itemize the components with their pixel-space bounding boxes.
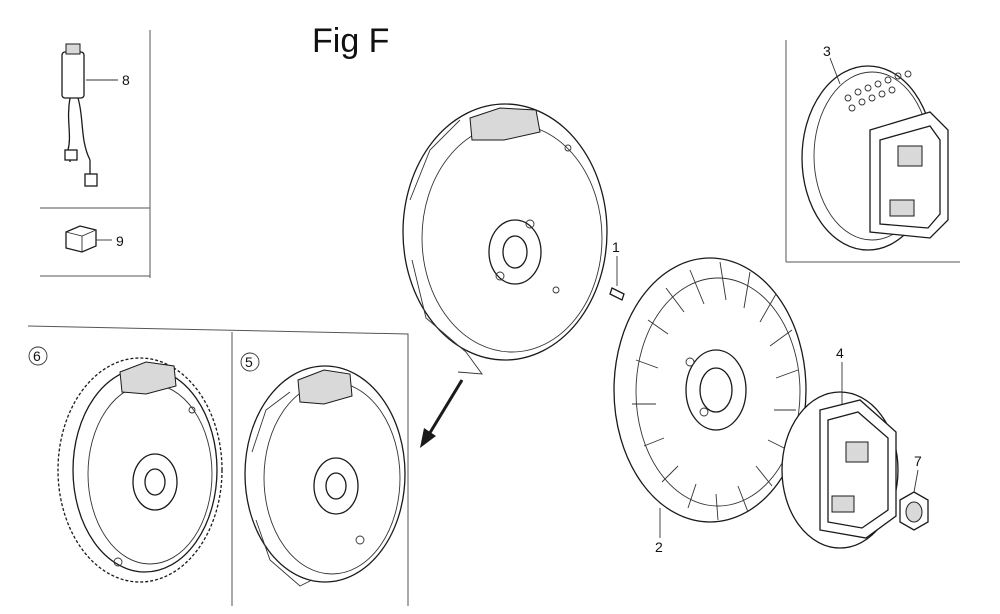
panel-part-3: 3: [785, 40, 960, 263]
label-part-5: 5: [245, 354, 253, 370]
panel-alternatives: [27, 325, 409, 606]
label-part-4: 4: [836, 345, 844, 361]
label-part-7: 7: [914, 453, 922, 469]
part-2-cooling-fan: [613, 257, 807, 538]
part-8-ignition-coil: [61, 43, 118, 187]
figure-title: Fig F: [312, 22, 389, 60]
part-5-marker-circle: [240, 352, 260, 372]
part-6-marker-circle: [28, 346, 48, 366]
part-6-flywheel-ring-gear: [57, 357, 223, 583]
part-7-flange-nut: [899, 469, 929, 531]
part-4-starter-pulley: [781, 362, 899, 549]
label-part-1: 1: [612, 239, 620, 255]
part-3-flywheel-cup: [801, 65, 949, 251]
part-5-flywheel: [244, 365, 406, 587]
label-part-9: 9: [116, 233, 124, 249]
direction-arrow: [420, 379, 464, 448]
part-9-connector: [65, 225, 112, 253]
panel-ignition-parts: 8 9: [40, 30, 151, 278]
label-part-8: 8: [122, 72, 130, 88]
part-flywheel-main: [402, 103, 608, 375]
label-part-6: 6: [33, 348, 41, 364]
part-1-key: [609, 256, 625, 301]
label-part-3: 3: [823, 43, 831, 59]
label-part-2: 2: [655, 539, 663, 555]
